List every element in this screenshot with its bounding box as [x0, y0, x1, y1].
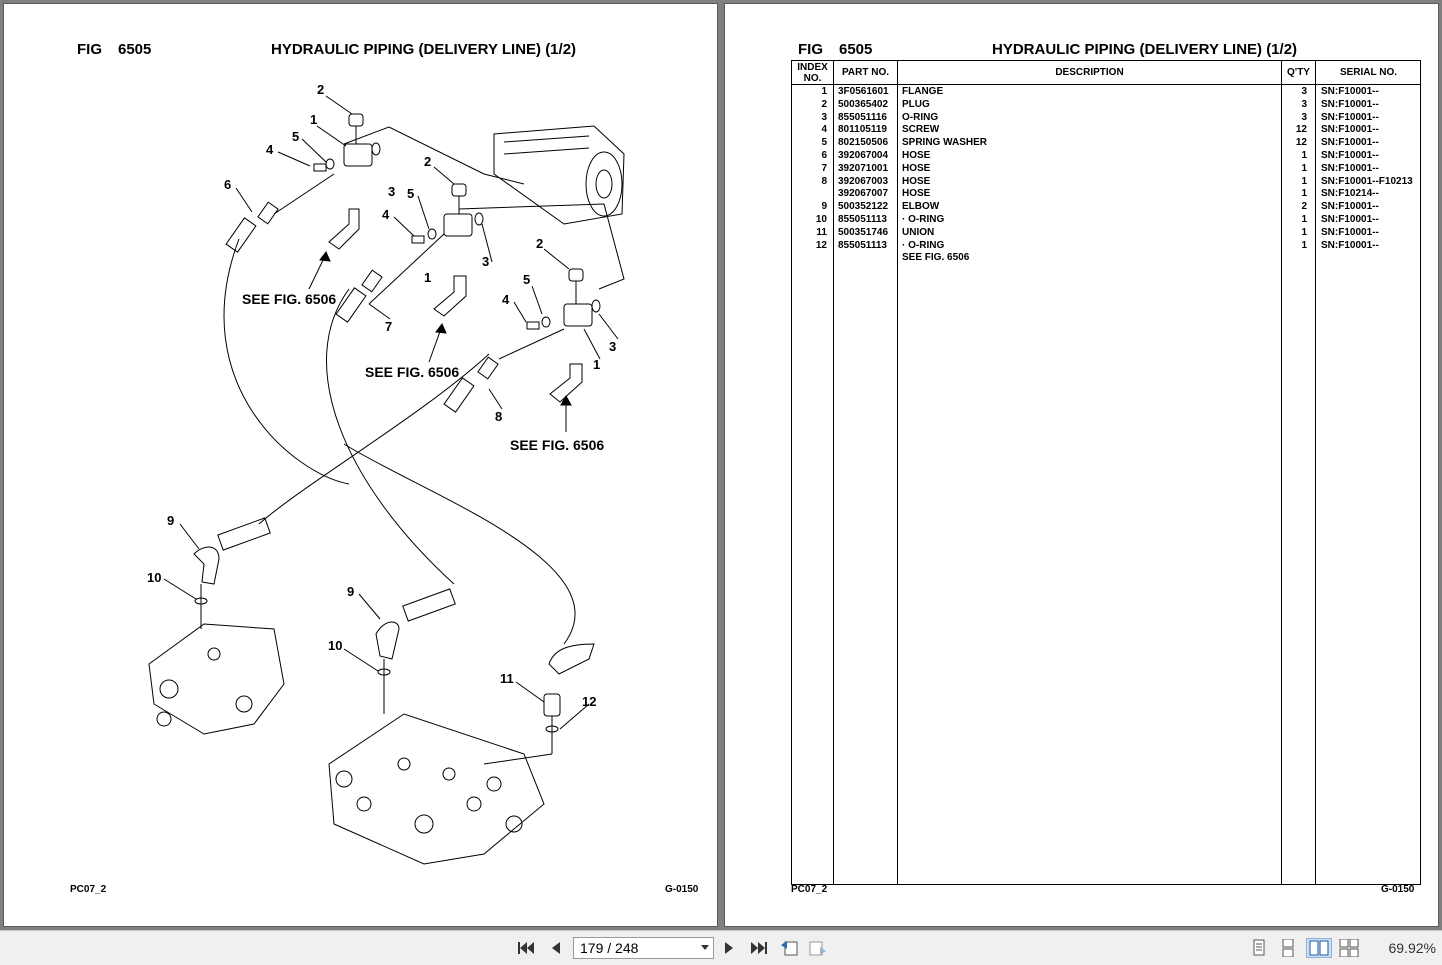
header-description: DESCRIPTION — [1055, 67, 1124, 78]
callout-1a: 1 — [310, 112, 317, 127]
flange-1c — [563, 303, 593, 327]
see-fig-label-a: SEE FIG. 6506 — [242, 291, 336, 307]
hose-8b — [343, 443, 576, 645]
hydraulic-piping-diagram: 2 1 5 4 6 3 2 5 4 3 1 2 5 4 3 1 7 8 9 10 — [147, 82, 625, 865]
callout-4a: 4 — [266, 142, 274, 157]
valve-large — [328, 713, 545, 865]
callout-7: 7 — [385, 319, 392, 334]
footer-right: G-0150 — [665, 884, 699, 895]
continuous-view-button[interactable] — [1277, 938, 1299, 958]
parts-table: INDEX NO. PART NO. DESCRIPTION Q'TY SERI… — [791, 60, 1421, 885]
callout-2a: 2 — [317, 82, 324, 97]
footer-left: PC07_2 — [70, 884, 107, 895]
see-fig-label-c: SEE FIG. 6506 — [510, 437, 604, 453]
view-back-button[interactable] — [778, 938, 800, 958]
callout-9a: 9 — [167, 513, 174, 528]
fig-title: HYDRAULIC PIPING (DELIVERY LINE) (1/2) — [992, 41, 1298, 58]
single-page-view-button[interactable] — [1248, 938, 1270, 958]
view-forward-icon — [809, 941, 826, 956]
view-forward-button[interactable] — [807, 938, 829, 958]
first-page-icon — [518, 942, 534, 954]
facing-icon — [1309, 940, 1329, 956]
header-serial: SERIAL NO. — [1339, 67, 1398, 78]
callout-2b: 2 — [424, 154, 431, 169]
callout-4c: 4 — [502, 292, 510, 307]
callout-12: 12 — [582, 694, 596, 709]
prev-page-icon — [552, 942, 560, 954]
fig-number: 6505 — [839, 41, 873, 58]
first-page-button[interactable] — [516, 938, 538, 958]
callout-2c: 2 — [536, 236, 543, 251]
pump-body — [493, 125, 625, 225]
callout-3c: 3 — [609, 339, 616, 354]
callout-9b: 9 — [347, 584, 354, 599]
hose-6 — [223, 238, 350, 485]
callout-1c: 1 — [593, 357, 600, 372]
document-viewport[interactable]: FIG 6505 HYDRAULIC PIPING (DELIVERY LINE… — [0, 0, 1442, 930]
header-index: INDEX NO. — [797, 61, 828, 84]
callout-4b: 4 — [382, 207, 390, 222]
callout-3a: 3 — [388, 184, 395, 199]
page-indicator: 179 / 248 — [580, 940, 639, 956]
callout-3b: 3 — [482, 254, 489, 269]
flange-1a — [343, 143, 373, 167]
continuous-facing-icon — [1339, 939, 1359, 957]
viewer-toolbar: 179 / 248 69.92% — [0, 930, 1442, 965]
hose-8 — [258, 353, 490, 525]
prev-page-button[interactable] — [545, 938, 567, 958]
see-fig-label-b: SEE FIG. 6506 — [365, 364, 459, 380]
hose-7 — [326, 288, 455, 585]
fig-label: FIG — [77, 41, 102, 58]
parts-list-page: FIG 6505 HYDRAULIC PIPING (DELIVERY LINE… — [725, 4, 1438, 926]
fig-number: 6505 — [118, 41, 152, 58]
callout-1b: 1 — [424, 270, 431, 285]
footer-left: PC07_2 — [791, 884, 828, 895]
facing-view-button[interactable] — [1306, 938, 1332, 958]
header-part-no: PART NO. — [841, 67, 890, 78]
last-page-icon — [751, 942, 767, 954]
single-page-icon — [1253, 939, 1265, 956]
callout-5c: 5 — [523, 272, 530, 287]
view-back-icon — [781, 941, 798, 956]
flange-1b — [443, 213, 473, 237]
callout-10a: 10 — [147, 570, 161, 585]
fig-label: FIG — [798, 41, 823, 58]
callout-5a: 5 — [292, 129, 299, 144]
next-page-icon — [725, 942, 733, 954]
page-number-select[interactable]: 179 / 248 — [573, 937, 714, 959]
continuous-icon — [1282, 939, 1294, 957]
callout-5b: 5 — [407, 186, 414, 201]
table-row: SEE FIG. 6506 — [902, 252, 970, 264]
callout-11: 11 — [500, 671, 514, 686]
footer-right: G-0150 — [1381, 884, 1415, 895]
callout-6: 6 — [224, 177, 231, 192]
diagram-page: FIG 6505 HYDRAULIC PIPING (DELIVERY LINE… — [4, 4, 717, 926]
chevron-down-icon — [701, 945, 709, 950]
continuous-facing-view-button[interactable] — [1338, 938, 1360, 958]
last-page-button[interactable] — [747, 938, 769, 958]
next-page-button[interactable] — [718, 938, 740, 958]
zoom-level[interactable]: 69.92% — [1388, 940, 1436, 956]
valve-small — [148, 623, 285, 735]
callout-8: 8 — [495, 409, 502, 424]
callout-10b: 10 — [328, 638, 342, 653]
header-qty: Q'TY — [1287, 67, 1310, 78]
fig-title: HYDRAULIC PIPING (DELIVERY LINE) (1/2) — [271, 41, 577, 58]
